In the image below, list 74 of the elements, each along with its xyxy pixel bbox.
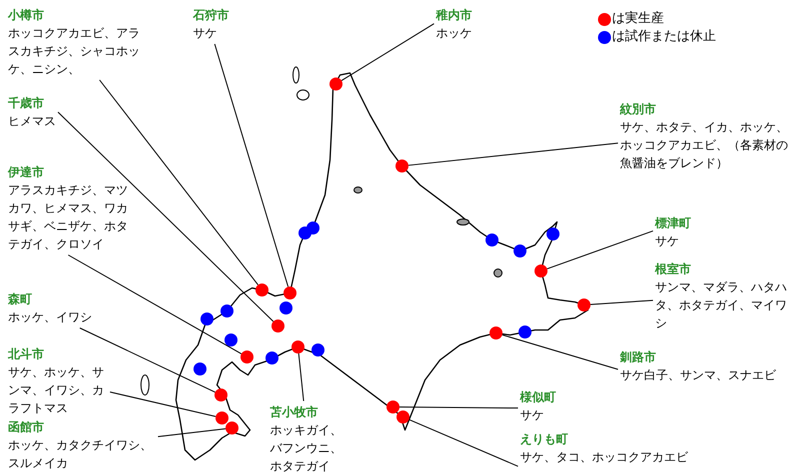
- leader-line: [99, 80, 259, 286]
- place-name: 小樽市: [8, 7, 44, 24]
- species-list: アラスカキチジ、マツカワ、ヒメマス、ワカサギ、ベニザケ、ホタテガイ、クロソイ: [8, 181, 132, 253]
- location-marker: [486, 234, 498, 246]
- location-marker: [292, 340, 304, 354]
- leader-line: [341, 23, 434, 82]
- location-marker: [306, 222, 320, 234]
- leader-line: [79, 328, 216, 393]
- leader-line: [68, 254, 242, 354]
- location-marker: [272, 320, 284, 332]
- leader-line: [502, 334, 618, 370]
- location-marker: [578, 298, 590, 312]
- legend-text: は試作または休止: [612, 28, 716, 46]
- place-name: 苫小牧市: [270, 404, 318, 421]
- legend-text: は実生産: [612, 10, 664, 28]
- species-list: ヒメマス: [8, 112, 56, 130]
- leader-line: [110, 392, 216, 418]
- location-marker: [546, 228, 560, 240]
- leader-line: [158, 428, 226, 438]
- species-list: サケ白子、サンマ、スナエビ: [620, 366, 776, 384]
- leader-line: [214, 44, 289, 288]
- location-marker: [200, 312, 214, 326]
- place-name: 釧路市: [620, 349, 656, 366]
- location-marker: [216, 412, 228, 424]
- location-marker: [280, 302, 292, 314]
- location-marker: [312, 344, 324, 356]
- place-name: 稚内市: [436, 7, 472, 24]
- species-list: サケ: [193, 24, 217, 42]
- location-marker: [224, 334, 238, 346]
- leader-line: [408, 419, 518, 467]
- species-list: ホッコクアカエビ、アラスカキチジ、シャコホッケ、ニシン、: [8, 24, 144, 78]
- species-list: サケ、ホッケ、サンマ、イワシ、カラフトマス: [8, 363, 108, 417]
- location-marker: [534, 264, 548, 278]
- species-list: サケ: [655, 232, 679, 250]
- location-marker: [256, 284, 268, 296]
- location-marker: [194, 362, 206, 376]
- place-name: 石狩市: [193, 7, 229, 24]
- place-name: 千歳市: [8, 95, 44, 112]
- leader-line: [408, 142, 618, 166]
- leader-line: [58, 112, 274, 322]
- place-name: 森町: [8, 291, 32, 308]
- location-marker: [220, 304, 234, 318]
- location-marker: [490, 326, 502, 340]
- place-name: 様似町: [520, 389, 556, 406]
- place-name: 伊達市: [8, 164, 44, 181]
- species-list: サケ、タコ、ホッコクアカエビ: [520, 448, 688, 466]
- leader-line: [298, 352, 304, 402]
- place-name: 根室市: [655, 261, 691, 278]
- location-marker: [266, 352, 278, 364]
- place-name: 紋別市: [620, 101, 656, 118]
- place-name: 標津町: [655, 215, 691, 232]
- place-name: 北斗市: [8, 346, 44, 363]
- location-marker: [226, 422, 238, 434]
- place-name: 函館市: [8, 419, 44, 436]
- location-marker: [514, 244, 526, 258]
- location-marker: [396, 410, 410, 424]
- leader-line: [590, 300, 654, 306]
- species-list: ホッキガイ、バフンウニ、ホタテガイ: [270, 421, 346, 475]
- leader-line: [546, 230, 654, 270]
- location-marker: [214, 388, 228, 402]
- species-list: ホッケ、イワシ: [8, 308, 92, 326]
- leader-line: [399, 406, 518, 409]
- location-marker: [330, 78, 342, 90]
- location-marker: [284, 286, 296, 300]
- location-marker: [386, 400, 400, 414]
- species-list: サケ: [520, 406, 544, 424]
- species-list: サンマ、マダラ、ハタハタ、ホタテガイ、マイワシ: [655, 278, 791, 332]
- location-marker: [518, 326, 532, 338]
- location-marker: [396, 160, 408, 172]
- place-name: えりも町: [520, 431, 568, 448]
- species-list: ホッケ: [436, 24, 472, 42]
- species-list: ホッケ、カタクチイワシ、スルメイカ: [8, 436, 156, 472]
- species-list: サケ、ホタテ、イカ、ホッケ、ホッコクアカエビ、（各素材の魚醤油をブレンド）: [620, 118, 792, 172]
- location-marker: [240, 350, 254, 364]
